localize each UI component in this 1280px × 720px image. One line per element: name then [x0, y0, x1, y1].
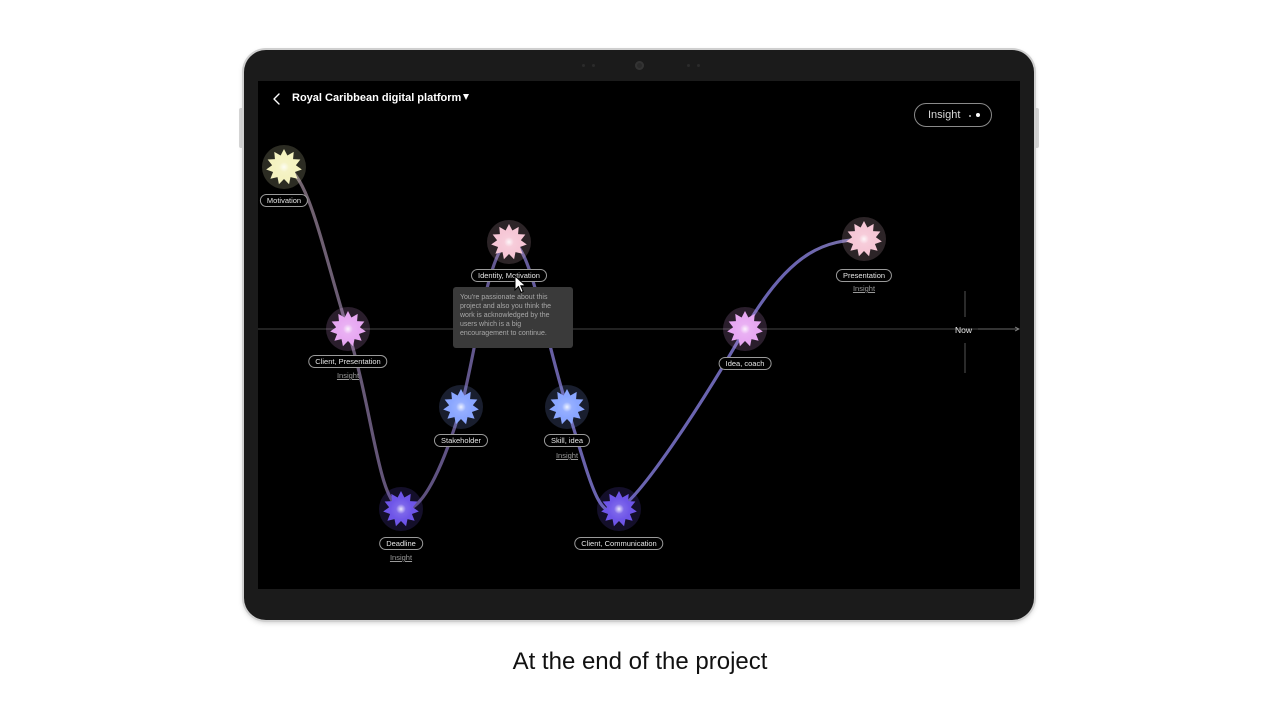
node-label[interactable]: Identity, Motivation: [471, 269, 547, 282]
node-core: [450, 396, 472, 418]
back-arrow-icon[interactable]: [270, 92, 284, 106]
insight-button-label: Insight: [928, 109, 961, 121]
timeline-node[interactable]: [487, 220, 531, 264]
node-insight-link[interactable]: Insight: [336, 371, 360, 380]
timeline-node[interactable]: [439, 385, 483, 429]
arrow-right-icon: [1014, 326, 1020, 332]
emotion-timeline: [258, 145, 1020, 531]
mouse-cursor-icon: [514, 275, 527, 294]
node-insight-link[interactable]: Insight: [555, 451, 579, 460]
app-screen: Royal Caribbean digital platform Insight: [258, 81, 1020, 589]
sparkle-icon: [976, 113, 980, 117]
tablet-side-button: [239, 108, 244, 148]
camera-icon: [635, 61, 644, 70]
tablet-side-button: [1034, 108, 1039, 148]
node-label[interactable]: Skill, idea: [543, 434, 591, 447]
node-core: [734, 318, 756, 340]
node-label[interactable]: Motivation: [259, 194, 309, 207]
node-label[interactable]: Client, Presentation: [308, 355, 388, 368]
node-label[interactable]: Stakeholder: [433, 434, 489, 447]
slide-caption: At the end of the project: [512, 648, 768, 675]
sparkle-icon: [969, 115, 971, 117]
node-insight-link[interactable]: Insight: [852, 284, 876, 293]
node-label[interactable]: Deadline: [379, 537, 423, 550]
timeline-node[interactable]: [379, 487, 423, 531]
node-core: [337, 318, 359, 340]
now-label: Now: [955, 325, 973, 335]
timeline-node[interactable]: [597, 487, 641, 531]
node-label[interactable]: Client, Communication: [574, 537, 664, 550]
insight-button[interactable]: Insight: [914, 103, 992, 127]
tooltip-text: You're passionate about this project and…: [460, 294, 552, 337]
node-label[interactable]: Idea, coach: [718, 357, 772, 370]
timeline-node[interactable]: [545, 385, 589, 429]
timeline-node[interactable]: [842, 217, 886, 261]
timeline-node[interactable]: [723, 307, 767, 351]
node-core: [498, 231, 520, 253]
node-core: [273, 156, 295, 178]
node-core: [556, 396, 578, 418]
sensor-dot: [582, 64, 585, 67]
dropdown-caret-icon[interactable]: [463, 94, 469, 100]
sensor-dot: [697, 64, 700, 67]
timeline-node[interactable]: [262, 145, 306, 189]
node-insight-link[interactable]: Insight: [389, 553, 413, 562]
insight-tooltip: You're passionate about this project and…: [453, 287, 573, 348]
node-core: [390, 498, 412, 520]
sensor-dot: [687, 64, 690, 67]
project-title[interactable]: Royal Caribbean digital platform: [292, 92, 462, 104]
node-label[interactable]: Presentation: [835, 269, 893, 282]
node-core: [608, 498, 630, 520]
timeline-node[interactable]: [326, 307, 370, 351]
node-core: [853, 228, 875, 250]
sensor-dot: [592, 64, 595, 67]
tablet-frame: Royal Caribbean digital platform Insight: [244, 50, 1034, 620]
